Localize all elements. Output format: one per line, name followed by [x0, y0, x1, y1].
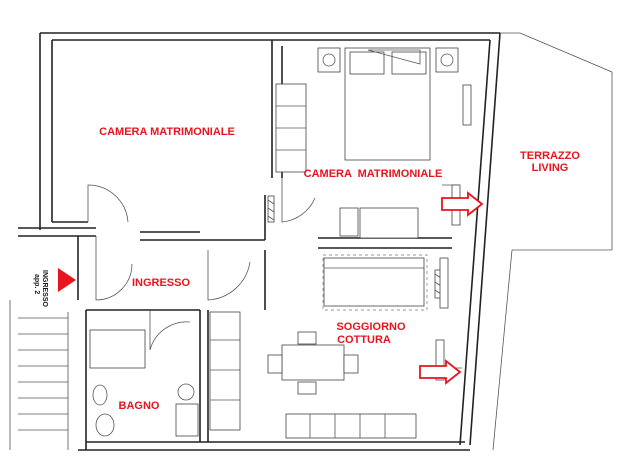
label-bathroom: BAGNO	[119, 400, 160, 412]
label-entrance: INGRESSO	[132, 277, 191, 289]
walls	[18, 32, 613, 451]
label-bedroom-1: CAMERA MATRIMONIALE	[99, 126, 235, 138]
windows	[435, 84, 472, 381]
label-living-2: COTTURA	[337, 334, 391, 346]
label-terrace-2: LIVING	[532, 162, 569, 174]
living-furniture	[209, 254, 428, 439]
entrance-marker-line2: app. 2	[33, 274, 40, 294]
staircase	[9, 300, 69, 450]
arrow-icon	[419, 359, 462, 385]
triangle-icon	[58, 268, 76, 292]
label-terrace-1: TERRAZZO	[520, 150, 580, 162]
label-living-1: SOGGIORNO	[336, 321, 406, 333]
bedroom-2-furniture	[275, 47, 459, 239]
entrance-marker: INGRESSO app. 2	[33, 268, 76, 308]
entrance-marker-line1: INGRESSO	[41, 270, 48, 308]
terrace-access-arrows	[419, 191, 484, 385]
bathroom-fixtures	[89, 329, 199, 437]
room-labels: CAMERA MATRIMONIALE CAMERA MATRIMONIALE …	[99, 126, 580, 412]
label-bedroom-2: CAMERA MATRIMONIALE	[304, 168, 443, 180]
arrow-icon	[441, 191, 484, 217]
